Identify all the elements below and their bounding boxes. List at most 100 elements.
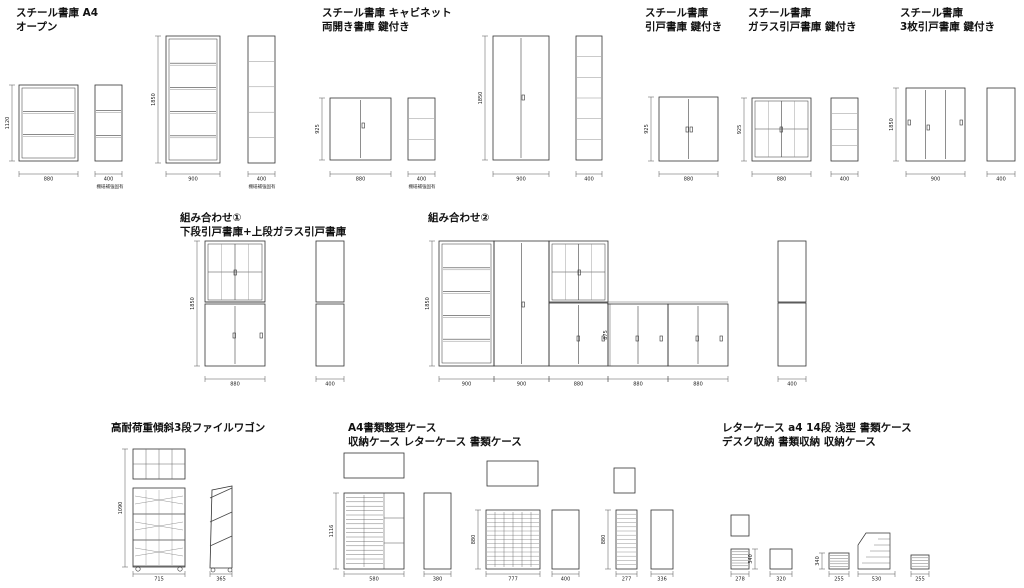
- combo2-open-inner: [441, 243, 492, 364]
- title-line: 組み合わせ②: [428, 212, 490, 224]
- width-dimension-label: 530: [872, 577, 882, 583]
- side-view-outline: [830, 97, 859, 162]
- width-dimension-label: 900: [517, 382, 527, 388]
- title-line: 3枚引戸書庫 鍵付き: [900, 21, 995, 33]
- width-dimension-label: 880: [230, 382, 240, 388]
- caster: [177, 566, 183, 572]
- lock-handle: [232, 332, 236, 339]
- height-dimension-label: 1850: [425, 297, 431, 310]
- glass-cabinet-front: [751, 97, 812, 162]
- title-wagon: 高耐荷重傾斜3段ファイルワゴン: [111, 421, 265, 435]
- height-dimension-label: 340: [815, 556, 821, 566]
- lock-handle: [576, 335, 580, 342]
- width-dimension-label: 336: [657, 577, 667, 583]
- case-top-view: [486, 460, 539, 487]
- width-dimension-label: 880: [693, 382, 703, 388]
- three-door-front: [905, 87, 966, 162]
- width-dimension-label: 278: [735, 577, 745, 583]
- side-view-outline: [407, 97, 436, 161]
- width-dimension-label: 880: [574, 382, 584, 388]
- title-line: スチール書庫: [748, 7, 811, 19]
- width-dimension-label: 880: [684, 177, 694, 183]
- combo2-side-lower: [777, 302, 807, 367]
- height-dimension-label: 1116: [329, 525, 335, 538]
- open-shelf-side: [94, 84, 123, 162]
- width-dimension-label: 880: [633, 382, 643, 388]
- lock-handle: [521, 94, 525, 101]
- lock-handle: [521, 301, 525, 308]
- letter1-side: [769, 548, 793, 570]
- wagon-side-slope: [209, 511, 233, 523]
- title-a4-open: スチール書庫 A4 オープン: [16, 6, 98, 34]
- title-combo1: 組み合わせ① 下段引戸書庫+上段ガラス引戸書庫: [180, 211, 346, 239]
- title-glass: スチール書庫 ガラス引戸書庫 鍵付き: [748, 6, 856, 34]
- caster: [210, 567, 216, 573]
- lock-handle: [659, 335, 663, 342]
- width-dimension-label: 400: [840, 177, 850, 183]
- title-letter-case: レターケース a4 14段 浅型 書類ケース デスク収納 書類収納 収納ケース: [722, 421, 912, 449]
- height-dimension-label: 925: [644, 124, 650, 134]
- width-dimension-label: 400: [787, 382, 797, 388]
- wagon-side-frame: [209, 485, 233, 569]
- lock-handle: [259, 332, 263, 339]
- width-dimension-label: 900: [516, 177, 526, 183]
- letter1-front: [730, 548, 750, 570]
- width-dimension-label: 715: [154, 577, 164, 583]
- lock-handle: [635, 335, 639, 342]
- case-top-view: [343, 452, 405, 479]
- title-line: 収納ケース レターケース 書類ケース: [348, 436, 522, 448]
- title-three-door: スチール書庫 3枚引戸書庫 鍵付き: [900, 6, 995, 34]
- title-line: 下段引戸書庫+上段ガラス引戸書庫: [180, 226, 347, 238]
- lock-handle: [601, 335, 605, 342]
- height-dimension-label: 925: [737, 125, 743, 135]
- combo2-open-shelf: [438, 240, 495, 367]
- letter-top-view: [730, 514, 750, 537]
- title-line: 組み合わせ①: [180, 212, 242, 224]
- height-dimension-label: 1090: [118, 502, 124, 515]
- lock-handle: [685, 126, 689, 133]
- height-dimension-label: 1850: [889, 118, 895, 131]
- lock-handle: [779, 126, 783, 133]
- caster: [135, 566, 141, 572]
- width-dimension-label: 255: [915, 577, 925, 583]
- title-line: スチール書庫: [900, 7, 963, 19]
- width-dimension-label: 400: [325, 382, 335, 388]
- wagon-side-slope: [209, 487, 233, 499]
- width-dimension-label: 900: [462, 382, 472, 388]
- width-dimension-label: 400: [561, 577, 571, 583]
- open-shelf-front: [18, 84, 79, 162]
- title-combo2: 組み合わせ②: [428, 211, 489, 225]
- side-view-outline: [247, 35, 276, 164]
- lock-handle: [361, 122, 365, 129]
- title-cabinet: スチール書庫 キャビネット 両開き書庫 鍵付き: [322, 6, 452, 34]
- anchor-note: 棚砥補強固有: [249, 183, 276, 190]
- height-dimension-label: 1120: [5, 117, 11, 130]
- case3-front: [615, 509, 638, 570]
- height-dimension-label: 1850: [190, 297, 196, 310]
- letter2-front: [828, 552, 850, 570]
- combo2-glass-upper: [548, 240, 609, 303]
- case2-front: [485, 509, 541, 570]
- width-dimension-label: 900: [931, 177, 941, 183]
- lock-handle: [719, 335, 723, 342]
- combo2-sliding-b: [667, 303, 729, 367]
- height-dimension-label: 880: [601, 535, 607, 545]
- height-dimension-label: 925: [315, 124, 321, 134]
- wagon-side-slope: [209, 535, 233, 547]
- case3-side: [650, 509, 674, 570]
- title-line: 高耐荷重傾斜3段ファイルワゴン: [111, 422, 266, 434]
- three-door-side: [986, 87, 1016, 162]
- width-dimension-label: 277: [622, 577, 632, 583]
- title-line: 両開き書庫 鍵付き: [322, 21, 410, 33]
- width-dimension-label: 400: [996, 177, 1006, 183]
- width-dimension-label: 880: [777, 177, 787, 183]
- sliding-cabinet-front: [658, 96, 719, 162]
- title-line: A4書類整理ケース: [348, 422, 437, 434]
- combo-side-lower: [315, 303, 345, 367]
- height-dimension-label: 340: [748, 554, 754, 564]
- side-view-outline: [575, 35, 603, 161]
- case-top-view: [613, 467, 636, 494]
- case1-side: [423, 492, 452, 570]
- cabinet-front: [329, 97, 392, 161]
